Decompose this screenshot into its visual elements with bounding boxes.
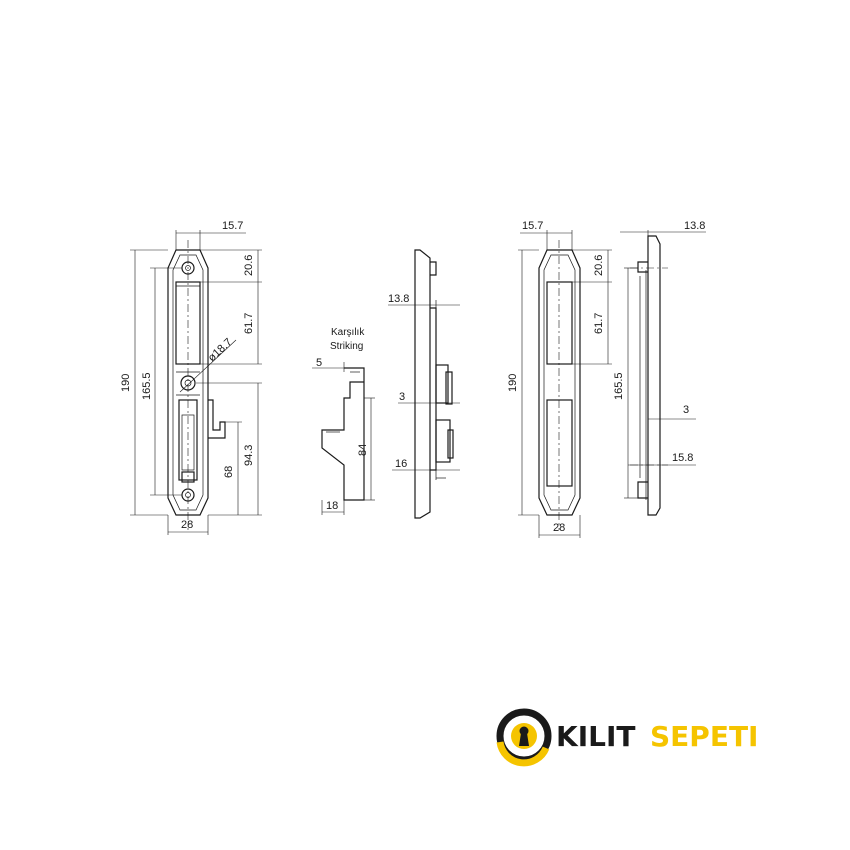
brand-word-kilit: KILIT bbox=[556, 720, 635, 753]
front-view-right: 15.7 20.6 61.7 190 28 bbox=[507, 220, 612, 538]
dim-top-offset-right: 20.6 bbox=[593, 255, 605, 276]
brand-word-sepeti: SEPETI bbox=[650, 720, 758, 753]
dim-striking-depth: 5 bbox=[316, 357, 322, 369]
dim-slot-length: 61.7 bbox=[243, 313, 255, 334]
dim-bottom-depth-right: 15.8 bbox=[672, 452, 693, 464]
dim-total-height: 190 bbox=[120, 374, 132, 392]
dim-top-width: 15.7 bbox=[222, 220, 243, 232]
dim-plate-thickness: 13.8 bbox=[388, 293, 409, 305]
dim-total-height-right: 190 bbox=[507, 374, 519, 392]
striking-plate: Karşılık Striking 5 84 18 bbox=[312, 327, 375, 515]
dim-screw-spacing-right: 165.5 bbox=[613, 372, 625, 400]
front-view-left: 15.7 190 165.5 20.6 61.7 ø18.7 94.3 68 2… bbox=[120, 220, 262, 535]
dim-lip: 3 bbox=[399, 391, 405, 403]
dim-bottom-width-right: 28 bbox=[553, 522, 565, 534]
side-view-left: 13.8 3 16 bbox=[388, 249, 460, 519]
dim-cylinder-diameter: ø18.7 bbox=[206, 336, 235, 364]
dim-bottom-width: 28 bbox=[181, 519, 193, 531]
dim-bottom-depth: 16 bbox=[395, 458, 407, 470]
striking-label-en: Striking bbox=[330, 341, 363, 352]
striking-label-tr: Karşılık bbox=[331, 327, 365, 338]
dim-hook-to-bottom: 68 bbox=[223, 466, 235, 478]
dim-cylinder-to-bottom: 94.3 bbox=[243, 445, 255, 466]
dim-screw-spacing: 165.5 bbox=[141, 372, 153, 400]
dim-top-offset: 20.6 bbox=[243, 255, 255, 276]
keyhole-icon bbox=[496, 708, 552, 767]
dim-top-width-right: 15.7 bbox=[522, 220, 543, 232]
dim-top-thickness-right: 13.8 bbox=[684, 220, 705, 232]
brand-logo: KILIT SEPETI bbox=[496, 708, 758, 767]
side-view-right: 13.8 165.5 3 15.8 bbox=[613, 220, 706, 516]
dim-striking-width: 18 bbox=[326, 500, 338, 512]
dim-lip-right: 3 bbox=[683, 404, 689, 416]
dim-striking-height: 84 bbox=[357, 444, 369, 456]
dim-slot-length-right: 61.7 bbox=[593, 313, 605, 334]
